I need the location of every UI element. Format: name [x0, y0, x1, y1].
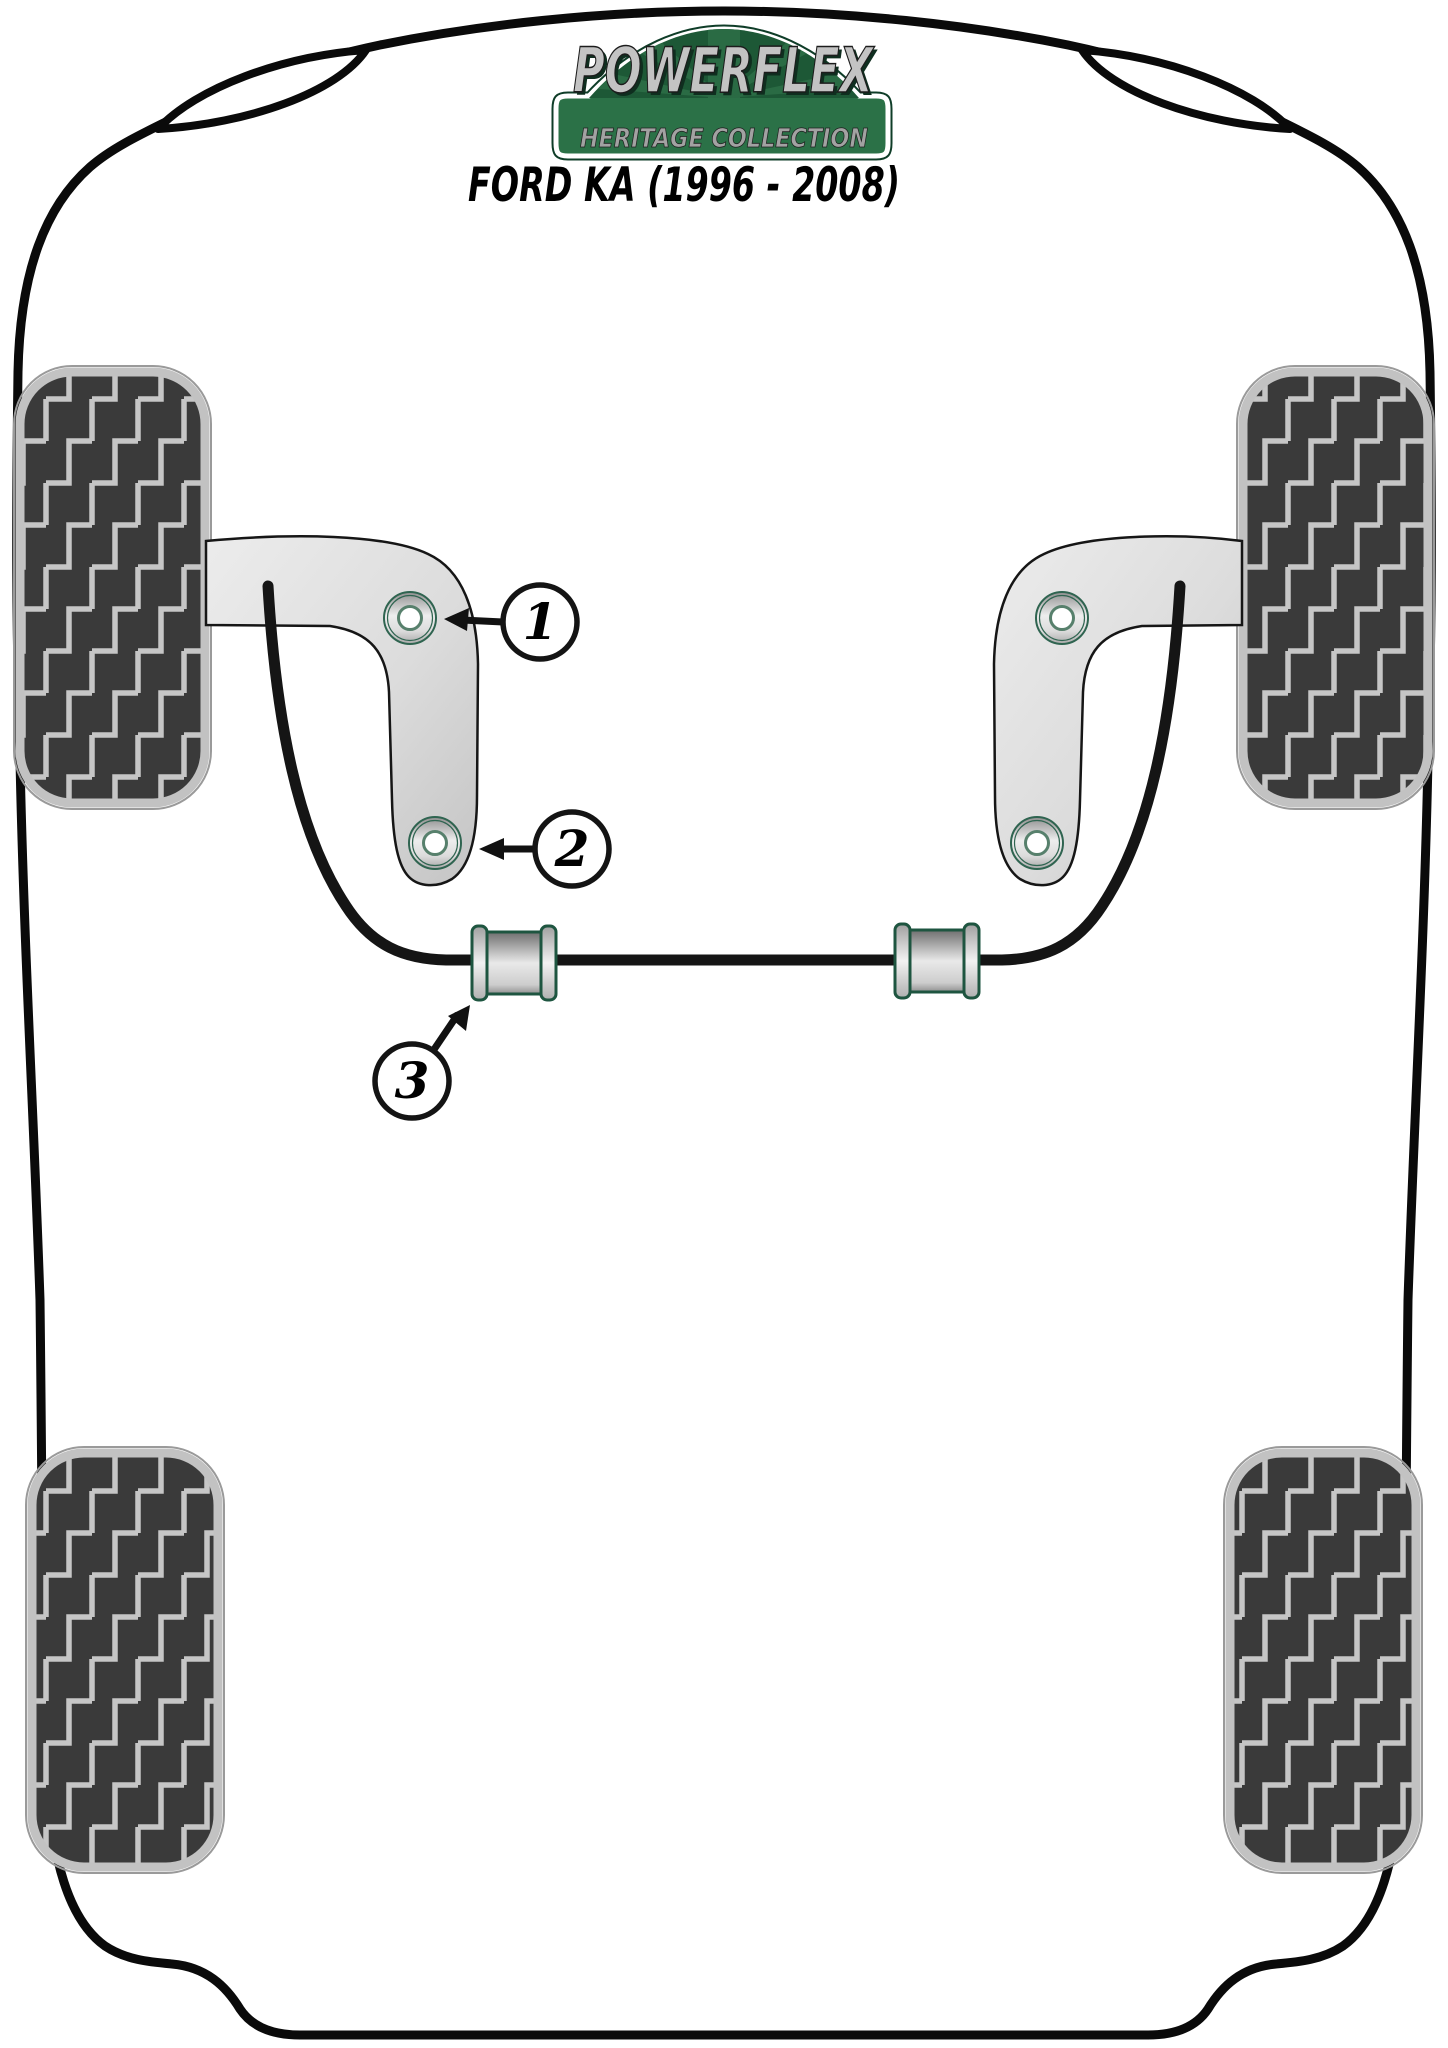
callout-2-number: 2 — [554, 819, 590, 878]
right-headlight-outline — [1078, 46, 1294, 133]
callout-3-arrowhead — [448, 1005, 470, 1031]
front-arm-rear-bush-left — [408, 816, 462, 870]
callout-3: 3 — [372, 1005, 470, 1121]
left-headlight-outline — [154, 46, 370, 133]
callout-3-number: 3 — [395, 1051, 430, 1110]
callout-1-number: 1 — [523, 592, 558, 651]
powerflex-logo: POWERFLEX POWERFLEX HERITAGE COLLECTION — [551, 24, 893, 161]
front-right-wheel — [1236, 365, 1435, 810]
front-arm-front-bush-right — [1035, 591, 1089, 645]
anti-roll-bar-bush-right — [893, 922, 981, 1000]
anti-roll-bar — [262, 580, 1186, 966]
rear-left-wheel — [25, 1446, 225, 1874]
anti-roll-bar-bush-left — [470, 924, 558, 1002]
page-title: FORD KA (1996 - 2008) — [468, 158, 900, 213]
callout-3-circle — [372, 1041, 452, 1121]
callout-2-arrowhead — [479, 838, 504, 860]
logo-brand-shadow: POWERFLEX — [576, 37, 878, 110]
front-left-wheel — [13, 365, 212, 810]
callout-1: 1 — [444, 582, 580, 662]
front-arm-rear-bush-right — [1010, 816, 1064, 870]
callout-2: 2 — [479, 809, 612, 889]
callout-1-arrowhead — [444, 608, 469, 631]
car-body-outline — [12, 6, 1436, 2040]
front-arm-front-bush-left — [383, 591, 437, 645]
logo-brand-text: POWERFLEX — [573, 34, 875, 107]
rear-right-wheel — [1223, 1446, 1423, 1874]
callout-1-circle — [500, 582, 580, 662]
logo-collection-text: HERITAGE COLLECTION — [580, 124, 868, 154]
callout-2-circle — [532, 809, 612, 889]
